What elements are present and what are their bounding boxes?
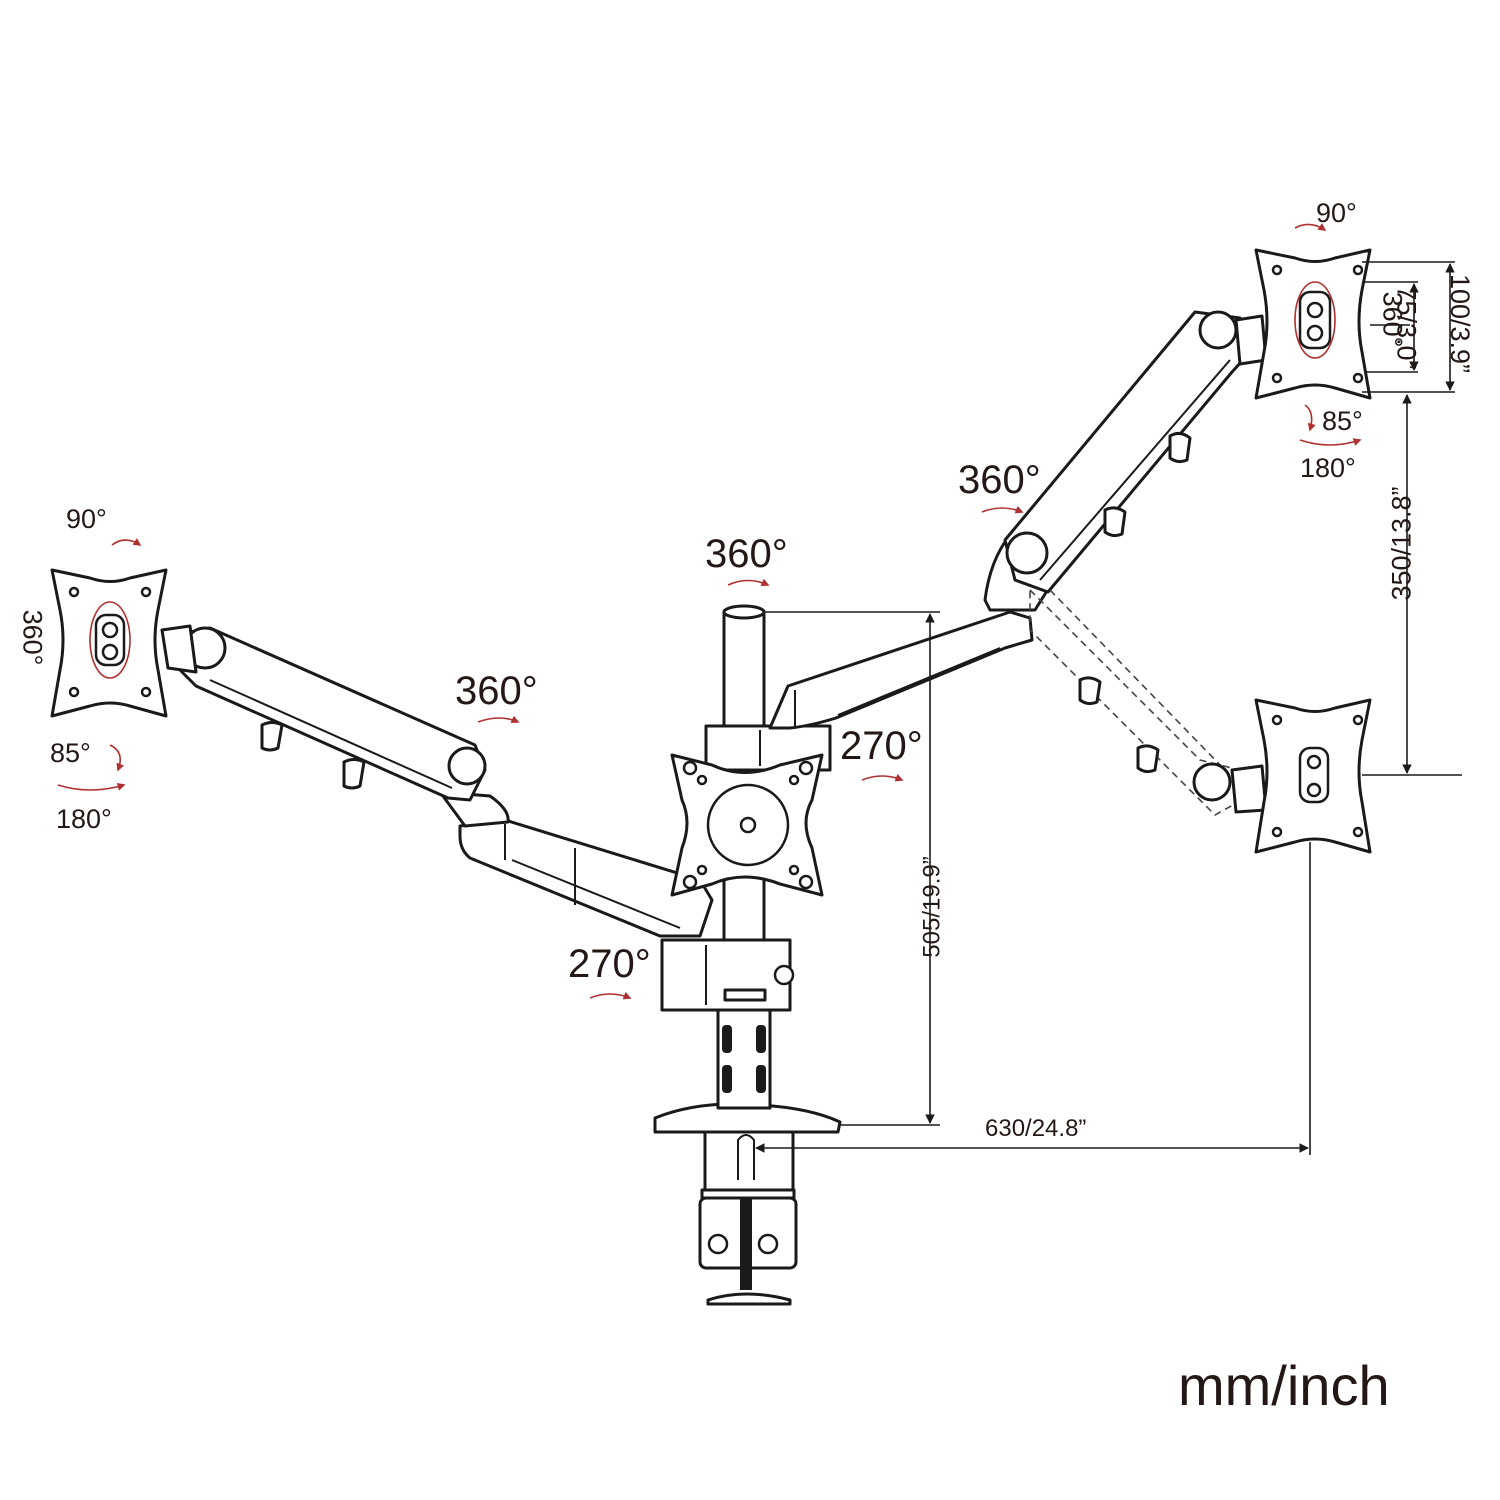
center-lower-joint-label: 270° bbox=[568, 942, 651, 986]
left-vesa-plate bbox=[50, 568, 168, 718]
units-label: mm/inch bbox=[1178, 1354, 1390, 1417]
lower-collar bbox=[660, 938, 795, 1012]
left-pan-label: 180° bbox=[56, 804, 112, 834]
right-swivel-label: 85° bbox=[1322, 406, 1363, 436]
arm-reach-label: 630/24.8” bbox=[985, 1115, 1087, 1142]
rotation-arrows bbox=[57, 223, 1362, 1000]
right-pan-label: 180° bbox=[1300, 453, 1356, 483]
vesa-small-label: 75/3.0” bbox=[1391, 285, 1422, 370]
left-swivel-label: 85° bbox=[50, 738, 91, 768]
right-vesa-plate-upper bbox=[1254, 248, 1372, 400]
pole-height-label: 505/19.9” bbox=[918, 856, 946, 958]
right-vesa-plate-lower bbox=[1254, 698, 1372, 854]
height-range-label: 350/13.8” bbox=[1386, 486, 1417, 601]
center-vesa-plate bbox=[670, 753, 824, 897]
left-rotate-label: 360° bbox=[17, 609, 48, 666]
left-gas-arm bbox=[160, 624, 510, 828]
pole-lower bbox=[716, 1008, 772, 1110]
pole-top-label: 360° bbox=[705, 532, 788, 576]
vesa-large-label: 100/3.9” bbox=[1445, 273, 1476, 374]
left-tilt-label: 90° bbox=[66, 504, 107, 534]
center-right-arm bbox=[768, 610, 1034, 730]
right-tilt-label: 90° bbox=[1316, 198, 1357, 228]
right-gas-arm-upper bbox=[983, 310, 1268, 612]
dimension-lines bbox=[755, 261, 1462, 1155]
right-elbow-label: 360° bbox=[958, 458, 1041, 502]
right-gas-arm-lower bbox=[1029, 588, 1268, 816]
center-upper-joint-label: 270° bbox=[840, 724, 923, 768]
desk-clamp bbox=[653, 1102, 842, 1306]
left-elbow-label: 360° bbox=[455, 669, 538, 713]
center-left-arm bbox=[458, 818, 714, 938]
